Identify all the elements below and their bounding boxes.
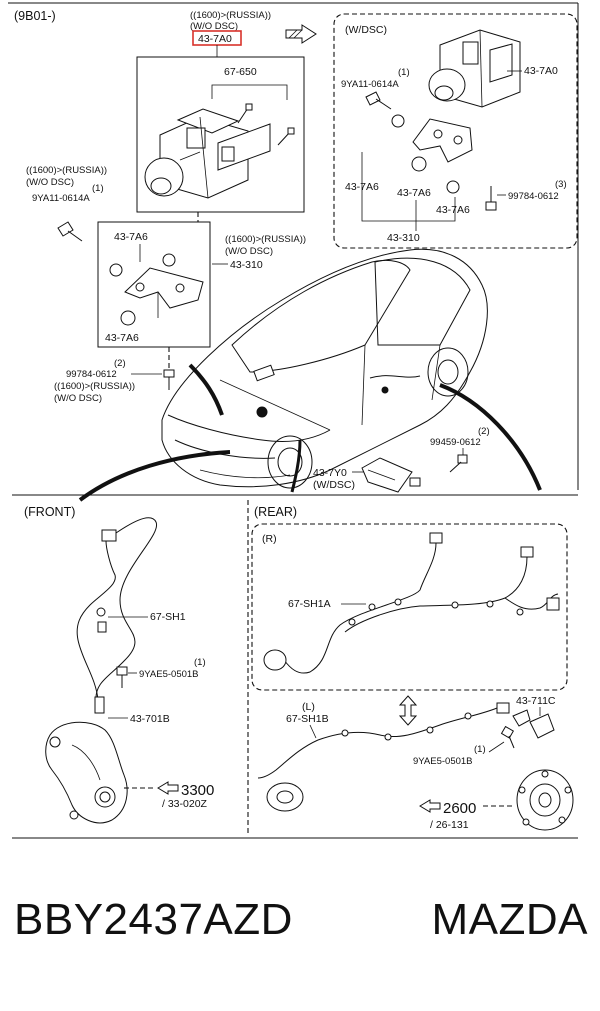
screw-part-number: 67-650: [224, 66, 257, 78]
wdsc-panel: [333, 13, 578, 249]
rear-sensor-part-number: 43-711C: [516, 695, 556, 707]
rear-right-panel: [251, 523, 568, 691]
sweep-line-wheel: [290, 439, 302, 493]
front-harness-part-number: 67-SH1: [150, 611, 186, 623]
wdsc-bracket-leader-4: [416, 197, 456, 222]
diagram-code: (9B01-): [14, 9, 56, 23]
yaw-sensor-condition: (W/DSC): [313, 479, 355, 491]
wdsc-screw-part-number: 99784-0612: [508, 191, 559, 202]
rear-reference-sub: / 26-131: [430, 819, 469, 831]
screw-leader: [211, 84, 288, 100]
rear-right-title: (R): [262, 533, 277, 545]
wdsc-bushing-icon: [391, 114, 460, 194]
mounting-screw-icon: [237, 103, 295, 146]
rear-bolt-qty: (1): [474, 744, 486, 755]
wdsc-bracket-leader-1: [361, 194, 417, 231]
front-sensor-part-number: 43-701B: [130, 713, 170, 725]
wdsc-screw-qty: (3): [555, 179, 567, 190]
rear-section-title: (REAR): [254, 505, 297, 519]
sweep-line-front: [188, 363, 224, 416]
wdsc-bracket: [412, 118, 473, 163]
lower-screw-part-number: 99784-0612: [66, 369, 117, 380]
bracket-part: [124, 267, 204, 318]
rear-wheel-hub: [516, 769, 574, 831]
bracket-condition-2: (W/O DSC): [225, 246, 273, 257]
part-code: BBY2437AZD: [14, 895, 293, 944]
rear-left-title: (L): [302, 701, 315, 713]
rear-left-harness-leader: [309, 724, 317, 739]
bracket-bushing-1: 43-7A6: [114, 231, 148, 243]
sensor-bolt-icon: [449, 454, 468, 473]
front-steering-knuckle: [45, 721, 128, 824]
front-bolt-icon: [116, 666, 128, 688]
left-bolt-qty: (1): [92, 183, 104, 194]
lower-screw-icon: [163, 369, 175, 390]
rear-right-harness-part-number: 67-SH1A: [288, 598, 331, 610]
abs-unit-box: [136, 56, 305, 213]
bracket-box: [97, 221, 211, 348]
wdsc-screw-icon: [485, 186, 497, 211]
sweep-line-rear: [439, 383, 542, 491]
yaw-sensor-part-number: 43-7Y0: [313, 467, 347, 479]
direction-arrow-icon: [285, 24, 317, 44]
brand-name: MAZDA: [431, 895, 588, 944]
front-reference-sub: / 33-020Z: [162, 798, 208, 810]
sensor-bolt-qty: (2): [478, 426, 490, 437]
rear-reference-arrow-icon: [419, 799, 441, 813]
front-reference-number: 3300: [181, 782, 214, 799]
wdsc-bolt-part-number: 9YA11-0614A: [341, 79, 399, 90]
left-bolt-icon: [57, 221, 83, 242]
bushing-icon: [109, 253, 176, 326]
bracket-condition-1: ((1600)>(RUSSIA)): [225, 234, 306, 245]
rear-bolt-leader: [488, 741, 505, 753]
wdsc-panel-title: (W/DSC): [345, 24, 387, 36]
left-bolt-condition-2: (W/O DSC): [26, 177, 74, 188]
lower-screw-condition-2: (W/O DSC): [54, 393, 102, 404]
sensor-bolt-part-number: 99459-0612: [430, 437, 481, 448]
abs-hydraulic-unit: [144, 108, 271, 199]
rear-right-harness: [263, 532, 560, 674]
footer: BBY2437AZD MAZDA: [0, 895, 600, 975]
rear-bolt-part-number: 9YAE5-0501B: [413, 756, 473, 767]
rear-wheel-speed-sensor: [512, 709, 555, 739]
front-wheel-speed-sensor-harness: [76, 517, 157, 714]
lower-screw-qty: (2): [114, 358, 126, 369]
lower-screw-condition-1: ((1600)>(RUSSIA)): [54, 381, 135, 392]
rear-bolt-icon: [500, 725, 515, 749]
highlight-condition-1: ((1600)>(RUSSIA)): [190, 10, 271, 21]
highlight-part-number: 43-7A0: [198, 33, 232, 45]
wdsc-bracket-part-number: 43-310: [387, 232, 420, 244]
rear-left-harness: [257, 702, 510, 812]
wdsc-abs-unit: [428, 29, 521, 108]
wdsc-bolt-qty: (1): [398, 67, 410, 78]
bracket-part-number: 43-310: [230, 259, 263, 271]
rear-left-harness-part-number: 67-SH1B: [286, 713, 329, 725]
wdsc-unit-part-number: 43-7A0: [524, 65, 558, 77]
wdsc-bushing-2: 43-7A6: [397, 187, 431, 199]
front-section-title: (FRONT): [24, 505, 75, 519]
rear-reference-number: 2600: [443, 800, 476, 817]
front-bolt-part-number: 9YAE5-0501B: [139, 669, 199, 680]
sweep-line-front-sensor: [78, 450, 231, 502]
front-reference-arrow-icon: [157, 781, 179, 795]
left-bolt-condition-1: ((1600)>(RUSSIA)): [26, 165, 107, 176]
highlight-condition-2: (W/O DSC): [190, 21, 238, 32]
front-bolt-qty: (1): [194, 657, 206, 668]
wdsc-bolt-icon: [365, 91, 392, 110]
wdsc-bushing-3: 43-7A6: [436, 204, 470, 216]
swap-arrow-icon: [398, 695, 418, 726]
yaw-rate-sensor: [361, 457, 421, 493]
left-bolt-part-number: 9YA11-0614A: [32, 193, 90, 204]
bracket-bushing-2: 43-7A6: [105, 332, 139, 344]
